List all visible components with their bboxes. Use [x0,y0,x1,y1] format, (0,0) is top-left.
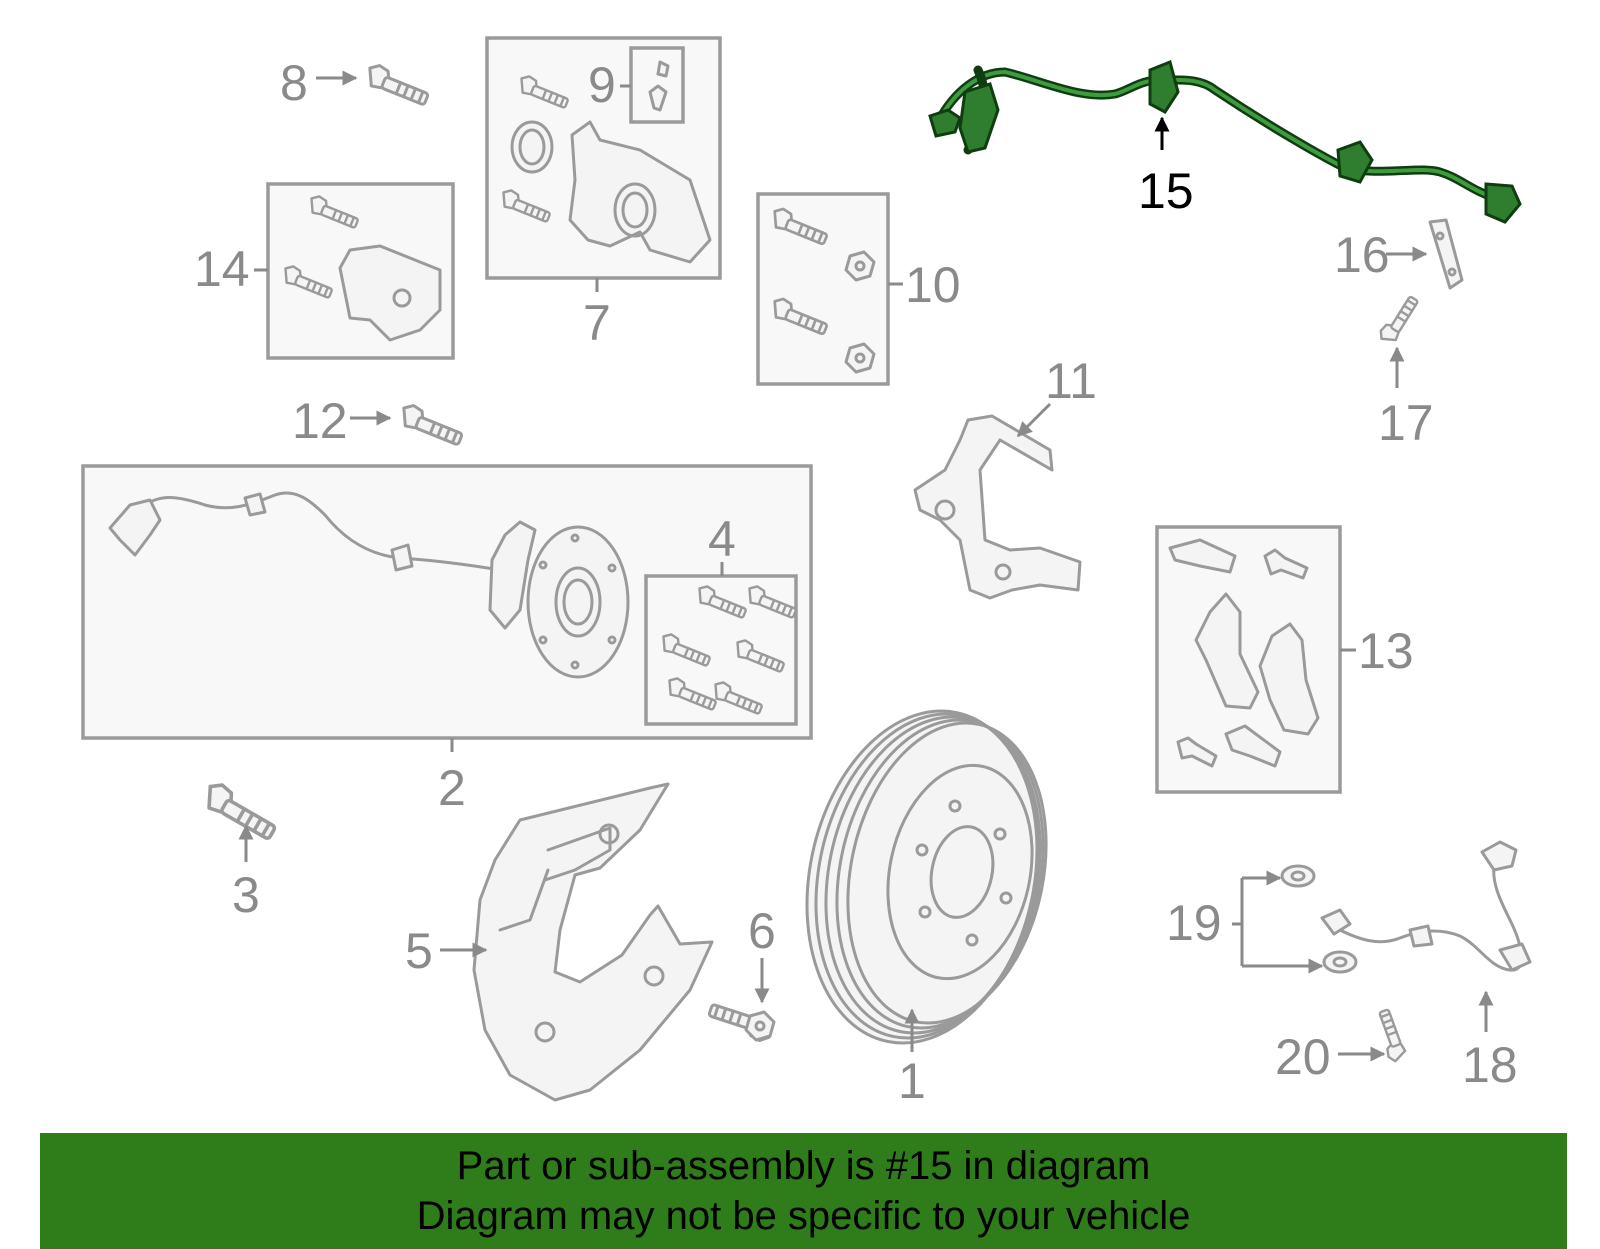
callout-8: 8 [280,55,308,111]
banner-line-2: Diagram may not be specific to your vehi… [416,1194,1191,1238]
part-14-caliper-bracket [338,244,442,342]
callout-20: 20 [1275,1029,1331,1085]
callout-9: 9 [588,57,616,113]
callout-17: 17 [1378,395,1434,451]
part-13-pin-b [1176,736,1218,768]
callout-18: 18 [1462,1037,1518,1093]
callout-19: 19 [1166,895,1222,951]
part-15-abs-sensor-harness[interactable] [928,59,1522,224]
callout-6: 6 [748,903,776,959]
callout-4: 4 [708,511,736,567]
part-2-sensor-wire [143,491,502,572]
part-6-head [744,1010,776,1042]
callout-14: 14 [194,241,250,297]
callout-7: 7 [583,295,611,351]
callout-15: 15 [1138,163,1194,219]
leader-19 [1232,878,1244,966]
part-13-clip-b [1224,724,1282,768]
leader-11 [1016,402,1052,438]
part-9-pin [648,60,670,112]
banner-line-1: Part or sub-assembly is #15 in diagram [456,1144,1151,1188]
part-7-caliper [568,120,712,264]
part-5-dust-shield[interactable] [472,782,714,1102]
info-banner: Part or sub-assembly is #15 in diagram D… [40,1133,1567,1249]
part-10-nut-a [844,250,876,282]
part-8-bolt[interactable] [362,61,433,109]
callout-5: 5 [405,923,433,979]
callout-13: 13 [1358,623,1414,679]
part-17-bolt[interactable] [1376,291,1421,347]
part-7-seal-ring [510,120,554,174]
callout-2: 2 [438,760,466,816]
part-12-bolt[interactable] [396,401,467,449]
part-19-grommet-a [1280,864,1316,888]
callout-12: 12 [292,393,348,449]
part-3-bolt[interactable] [198,778,283,844]
part-2-hub [488,520,537,630]
part-13-pad-inner [1194,592,1260,710]
callout-11: 11 [1045,353,1097,409]
callout-1: 1 [898,1053,926,1109]
callout-16: 16 [1334,227,1390,283]
part-18-sensor-harness[interactable] [1320,840,1532,972]
part-13-pad-outer [1258,622,1320,736]
part-13-pin-a [1263,548,1309,580]
part-16-bracket[interactable] [1428,218,1464,290]
part-10-nut-b [844,342,876,374]
callout-10: 10 [905,257,961,313]
part-1-brake-rotor[interactable] [778,689,1073,1064]
part-13-clip-a [1168,538,1237,574]
part-19-grommet-b [1322,950,1358,974]
callout-3: 3 [232,867,260,923]
part-11-caliper-bracket[interactable] [913,414,1082,600]
